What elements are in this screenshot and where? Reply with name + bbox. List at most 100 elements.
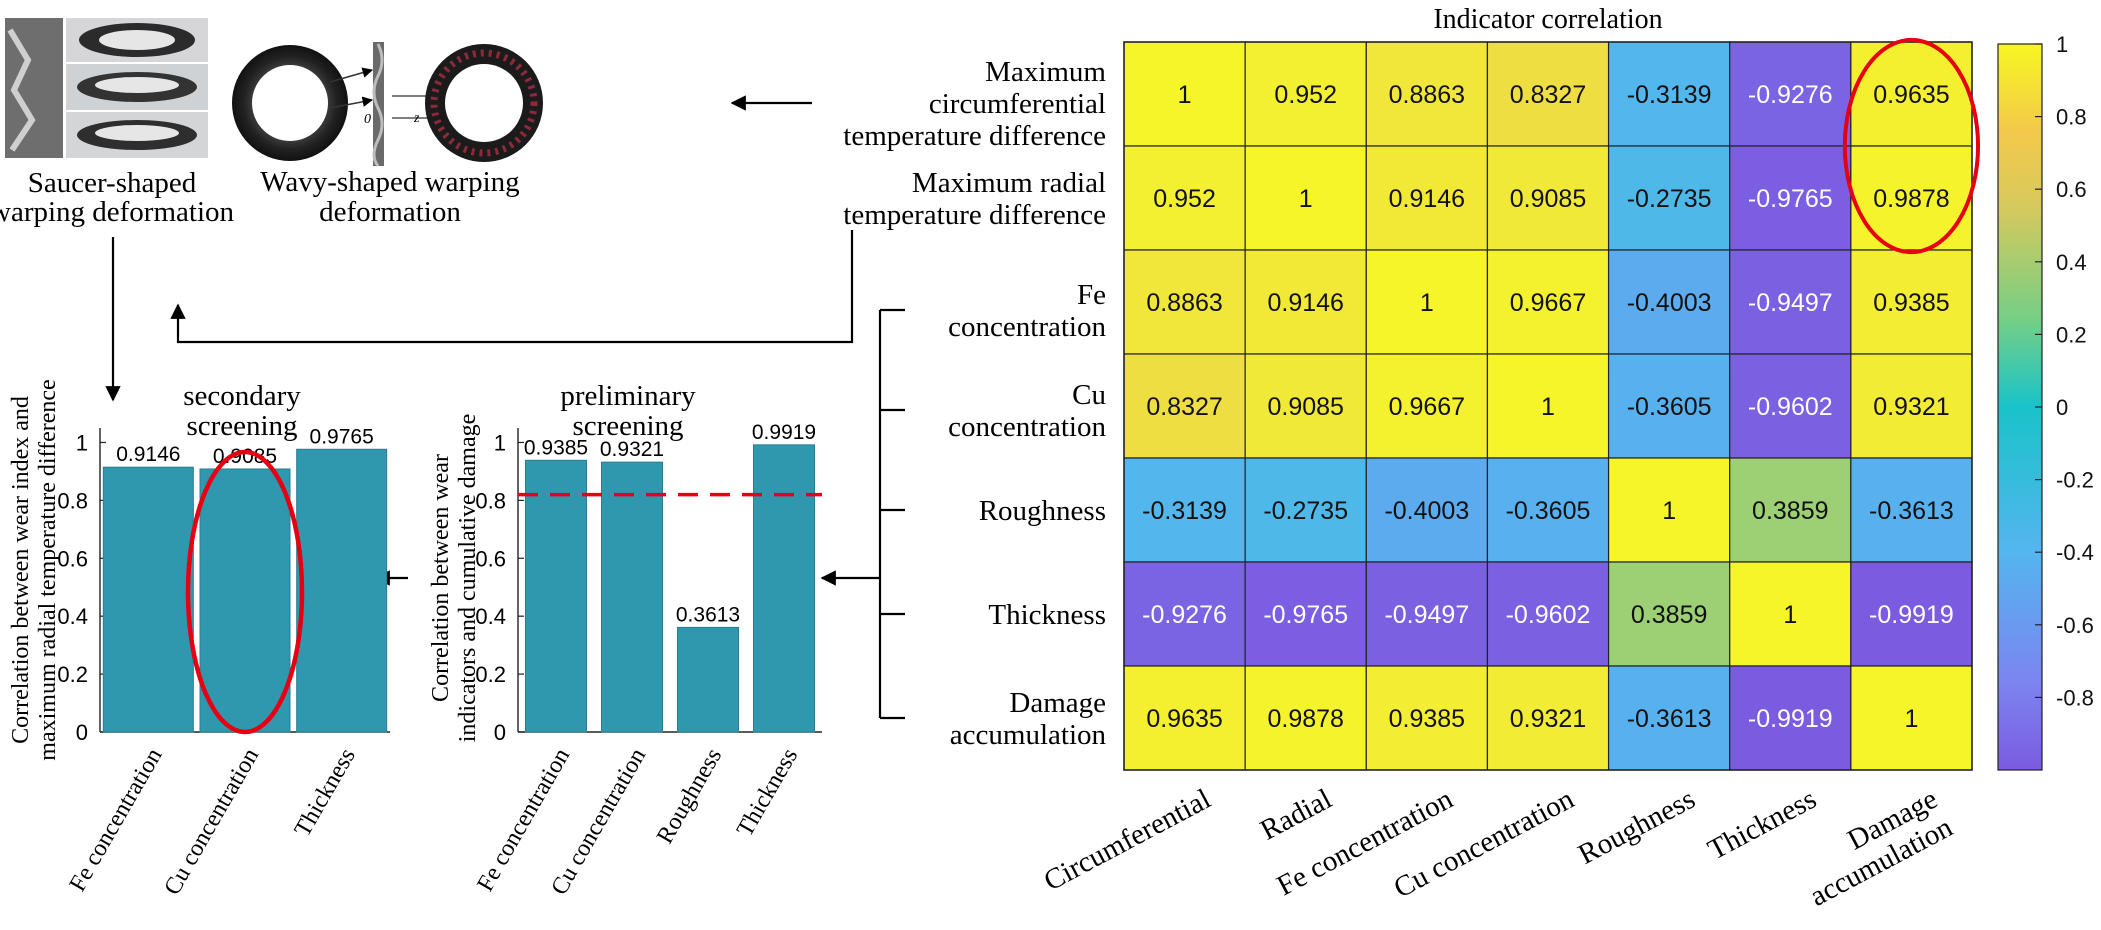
heatmap-cell (1486, 561, 1610, 667)
heatmap-cell-label: 1 (1420, 289, 1434, 317)
saucer-photo-side-texture (7, 28, 36, 152)
heatmap-cell (1607, 41, 1731, 147)
bar-chart-ytick-label: 0.6 (57, 546, 88, 571)
bar-chart-title: secondary (183, 380, 301, 412)
bar-value-label: 0.9321 (600, 438, 664, 461)
bar-chart-title: screening (572, 410, 683, 442)
heatmap-cell (1486, 665, 1610, 771)
bar-chart-ytick-label: 0.6 (475, 546, 506, 571)
bar (296, 448, 388, 733)
colorbar-tick-label: 0.6 (2056, 177, 2087, 202)
colorbar-tick-label: 0.2 (2056, 322, 2087, 347)
heatmap-row-label: Maximum (985, 56, 1106, 88)
heatmap-cell (1486, 249, 1610, 355)
heatmap-cell-label: 0.9667 (1510, 289, 1586, 317)
heatmap-highlight-ellipse (1842, 37, 1981, 255)
heatmap-cell-label: 0.9385 (1389, 705, 1465, 733)
heatmap-col-label: Thickness (1703, 783, 1822, 866)
heatmap-row-label: temperature difference (843, 120, 1106, 152)
arrow-radial-to-saucer (170, 230, 854, 344)
heatmap-cell (1850, 457, 1973, 563)
heatmap-cell-label: 0.9667 (1389, 393, 1465, 421)
heatmap-cell (1729, 145, 1852, 251)
heatmap-row-label: temperature difference (843, 199, 1106, 231)
heatmap-cell-label: 1 (1299, 185, 1313, 213)
saucer-photo-bottom-hole (95, 125, 179, 141)
heatmap-cell-label: 0.9878 (1267, 705, 1343, 733)
wavy-axis-label-0: 0 (364, 112, 371, 127)
heatmap-cell-label: 0.9385 (1873, 289, 1949, 317)
heatmap-cell-label: 0.952 (1153, 185, 1216, 213)
saucer-photo-group (5, 18, 208, 158)
heatmap-cell-label: 0.9085 (1510, 185, 1586, 213)
heatmap-cell-label: -0.3605 (1506, 497, 1591, 525)
heatmap-cell-label: -0.2735 (1627, 185, 1712, 213)
wavy-ring-left-hole (252, 65, 328, 141)
heatmap-cell-label: -0.3613 (1869, 497, 1954, 525)
saucer-caption-line2: warping deformation (0, 196, 235, 228)
heatmap-cell-label: -0.4003 (1627, 289, 1712, 317)
heatmap-row-label: accumulation (950, 719, 1107, 751)
bar (525, 459, 587, 733)
heatmap-row-label: concentration (948, 311, 1106, 343)
heatmap-row-label: Cu (1072, 379, 1106, 411)
bar-chart-ylabel: indicators and cumulative damage (455, 414, 481, 743)
heatmap-row-label: Maximum radial (912, 167, 1106, 199)
heatmap-cell (1365, 457, 1489, 563)
bar (601, 461, 663, 733)
bar-value-label: 0.9146 (116, 443, 180, 466)
heatmap-cell-label: 0.8863 (1389, 81, 1465, 109)
heatmap-cell (1607, 561, 1731, 667)
saucer-caption-line1: Saucer-shaped (28, 167, 197, 199)
colorbar-tick-label: 0 (2056, 395, 2068, 420)
wavy-axis-label-z: z (413, 111, 420, 126)
saucer-photo-mid-hole (95, 77, 179, 93)
heatmap-cell (1729, 41, 1852, 147)
wavy-ring-right-hole (445, 64, 523, 142)
heatmap-cell (1244, 457, 1367, 563)
heatmap-cell (1607, 665, 1731, 771)
bar-category-label-group: Fe concentration (65, 744, 168, 896)
heatmap-cell-label: -0.9276 (1142, 601, 1227, 629)
bar-category-label: Fe concentration (65, 744, 168, 896)
heatmap-cell (1729, 249, 1852, 355)
heatmap-col-label-group: Circumferential (1039, 783, 1216, 897)
bar-chart-ytick-label: 0.4 (475, 604, 506, 629)
heatmap-cell (1123, 41, 1246, 147)
colorbar-tick-label: -0.6 (2056, 613, 2094, 638)
heatmap-cell (1244, 41, 1367, 147)
bar-category-label: Cu concentration (159, 744, 264, 900)
heatmap-cell-label: -0.9602 (1506, 601, 1591, 629)
heatmap-cell-label: 1 (1783, 601, 1797, 629)
heatmap-cell-label: 0.952 (1274, 81, 1337, 109)
bar-chart-ytick-label: 1 (76, 430, 88, 455)
heatmap-cell-label: -0.3139 (1142, 497, 1227, 525)
heatmap-cell-label: -0.9497 (1384, 601, 1469, 629)
heatmap-col-label-group: Thickness (1703, 783, 1822, 866)
colorbar-tick-label: 0.4 (2056, 250, 2087, 275)
heatmap-cell-label: 1 (1541, 393, 1555, 421)
heatmap-cell-label: -0.9919 (1869, 601, 1954, 629)
bar-chart-ytick-label: 0 (76, 720, 88, 745)
bar-value-label: 0.9085 (213, 445, 277, 468)
heatmap-cell-label: 0.9878 (1873, 185, 1949, 213)
colorbar-tick-label: 1 (2056, 32, 2068, 57)
bar-chart-ytick-label: 0.2 (475, 662, 506, 687)
secondary-highlight-ellipse (185, 449, 305, 735)
heatmap-col-label: Circumferential (1039, 783, 1216, 897)
heatmap-cell-label: 1 (1662, 497, 1676, 525)
heatmap-cell (1123, 145, 1246, 251)
bar-category-label: Thickness (732, 744, 803, 841)
wavy-ring-side-view (373, 42, 384, 166)
bar-chart-ytick-label: 0.8 (57, 488, 88, 513)
bar-value-label: 0.9919 (752, 421, 816, 444)
wavy-pointer-2 (329, 96, 374, 109)
heatmap-cell (1607, 353, 1731, 459)
bar (677, 626, 739, 733)
heatmap-row-label: Roughness (979, 495, 1106, 527)
heatmap-cell (1607, 457, 1731, 563)
heatmap-cell-label: -0.9765 (1748, 185, 1833, 213)
